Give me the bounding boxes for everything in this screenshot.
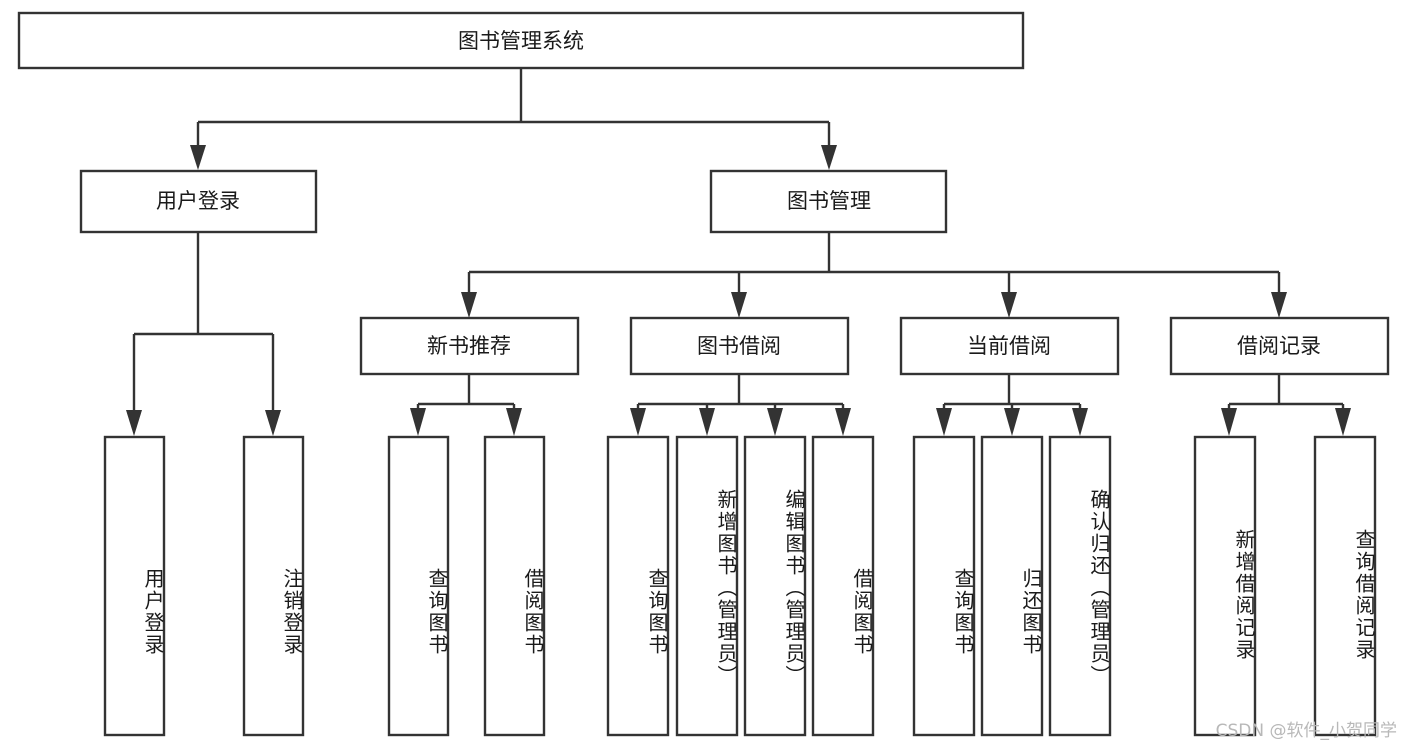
node-user-login[interactable] xyxy=(79,169,318,234)
node-user-login-label: 用户登录 xyxy=(156,189,240,213)
node-book-borrow-label: 图书借阅 xyxy=(697,334,781,358)
arrow-head-newbook xyxy=(461,292,477,318)
arrow-head-leaf-query-record xyxy=(1335,408,1351,436)
node-borrow-record[interactable] xyxy=(1169,316,1390,376)
arrow-head-leaf-add-record xyxy=(1221,408,1237,436)
arrow-head-leaf-addbook xyxy=(699,408,715,436)
node-borrow-record-label: 借阅记录 xyxy=(1237,334,1321,358)
arrow-head-record xyxy=(1271,292,1287,318)
node-layer: 图书管理系统 用户登录 图书管理 新书推荐 图书借阅 当前借阅 借阅记录 xyxy=(17,11,1390,737)
arrow-head-leaf-query-3 xyxy=(936,408,952,436)
leaf-box-add-book[interactable] xyxy=(675,435,739,737)
node-new-book-recommend-label: 新书推荐 xyxy=(427,334,511,358)
arrow-head-leaf-return xyxy=(1004,408,1020,436)
arrow-head-leaf-borrow-2 xyxy=(835,408,851,436)
leaf-box-query-book-3[interactable] xyxy=(912,435,976,737)
arrow-head-borrow xyxy=(731,292,747,318)
arrow-head-current xyxy=(1001,292,1017,318)
node-current-borrow[interactable] xyxy=(899,316,1120,376)
node-root[interactable] xyxy=(17,11,1025,70)
node-new-book-recommend[interactable] xyxy=(359,316,580,376)
node-book-management-label: 图书管理 xyxy=(787,189,871,213)
node-book-management[interactable] xyxy=(709,169,948,234)
arrow-head-leaf-user-login xyxy=(126,410,142,436)
node-root-label: 图书管理系统 xyxy=(458,29,584,53)
leaf-box-borrow-book-1[interactable] xyxy=(483,435,546,737)
leaf-box-query-book-2[interactable] xyxy=(606,435,670,737)
leaf-box-add-borrow-record[interactable] xyxy=(1193,435,1257,737)
arrow-head-leaf-query-1 xyxy=(410,408,426,436)
leaf-box-borrow-book-2[interactable] xyxy=(811,435,875,737)
arrow-head-leaf-borrow-1 xyxy=(506,408,522,436)
arrow-head-userlogin xyxy=(190,145,206,170)
arrow-head-leaf-logout xyxy=(265,410,281,436)
leaf-box-query-borrow-record[interactable] xyxy=(1313,435,1377,737)
arrow-head-leaf-confirm-return xyxy=(1072,408,1088,436)
leaf-box-confirm-return[interactable] xyxy=(1048,435,1112,737)
leaf-box-edit-book[interactable] xyxy=(743,435,807,737)
leaf-box-logout[interactable] xyxy=(242,435,305,737)
arrow-head-leaf-query-2 xyxy=(630,408,646,436)
leaf-box-query-book-1[interactable] xyxy=(387,435,450,737)
node-book-borrow[interactable] xyxy=(629,316,850,376)
leaf-box-user-login[interactable] xyxy=(103,435,166,737)
csdn-watermark: CSDN @软件_小贺同学 xyxy=(1215,721,1397,741)
arrow-head-leaf-editbook xyxy=(767,408,783,436)
arrow-head-bookmgmt xyxy=(821,145,837,170)
leaf-box-return-book[interactable] xyxy=(980,435,1044,737)
connector-layer xyxy=(126,68,1351,436)
node-current-borrow-label: 当前借阅 xyxy=(967,334,1051,358)
